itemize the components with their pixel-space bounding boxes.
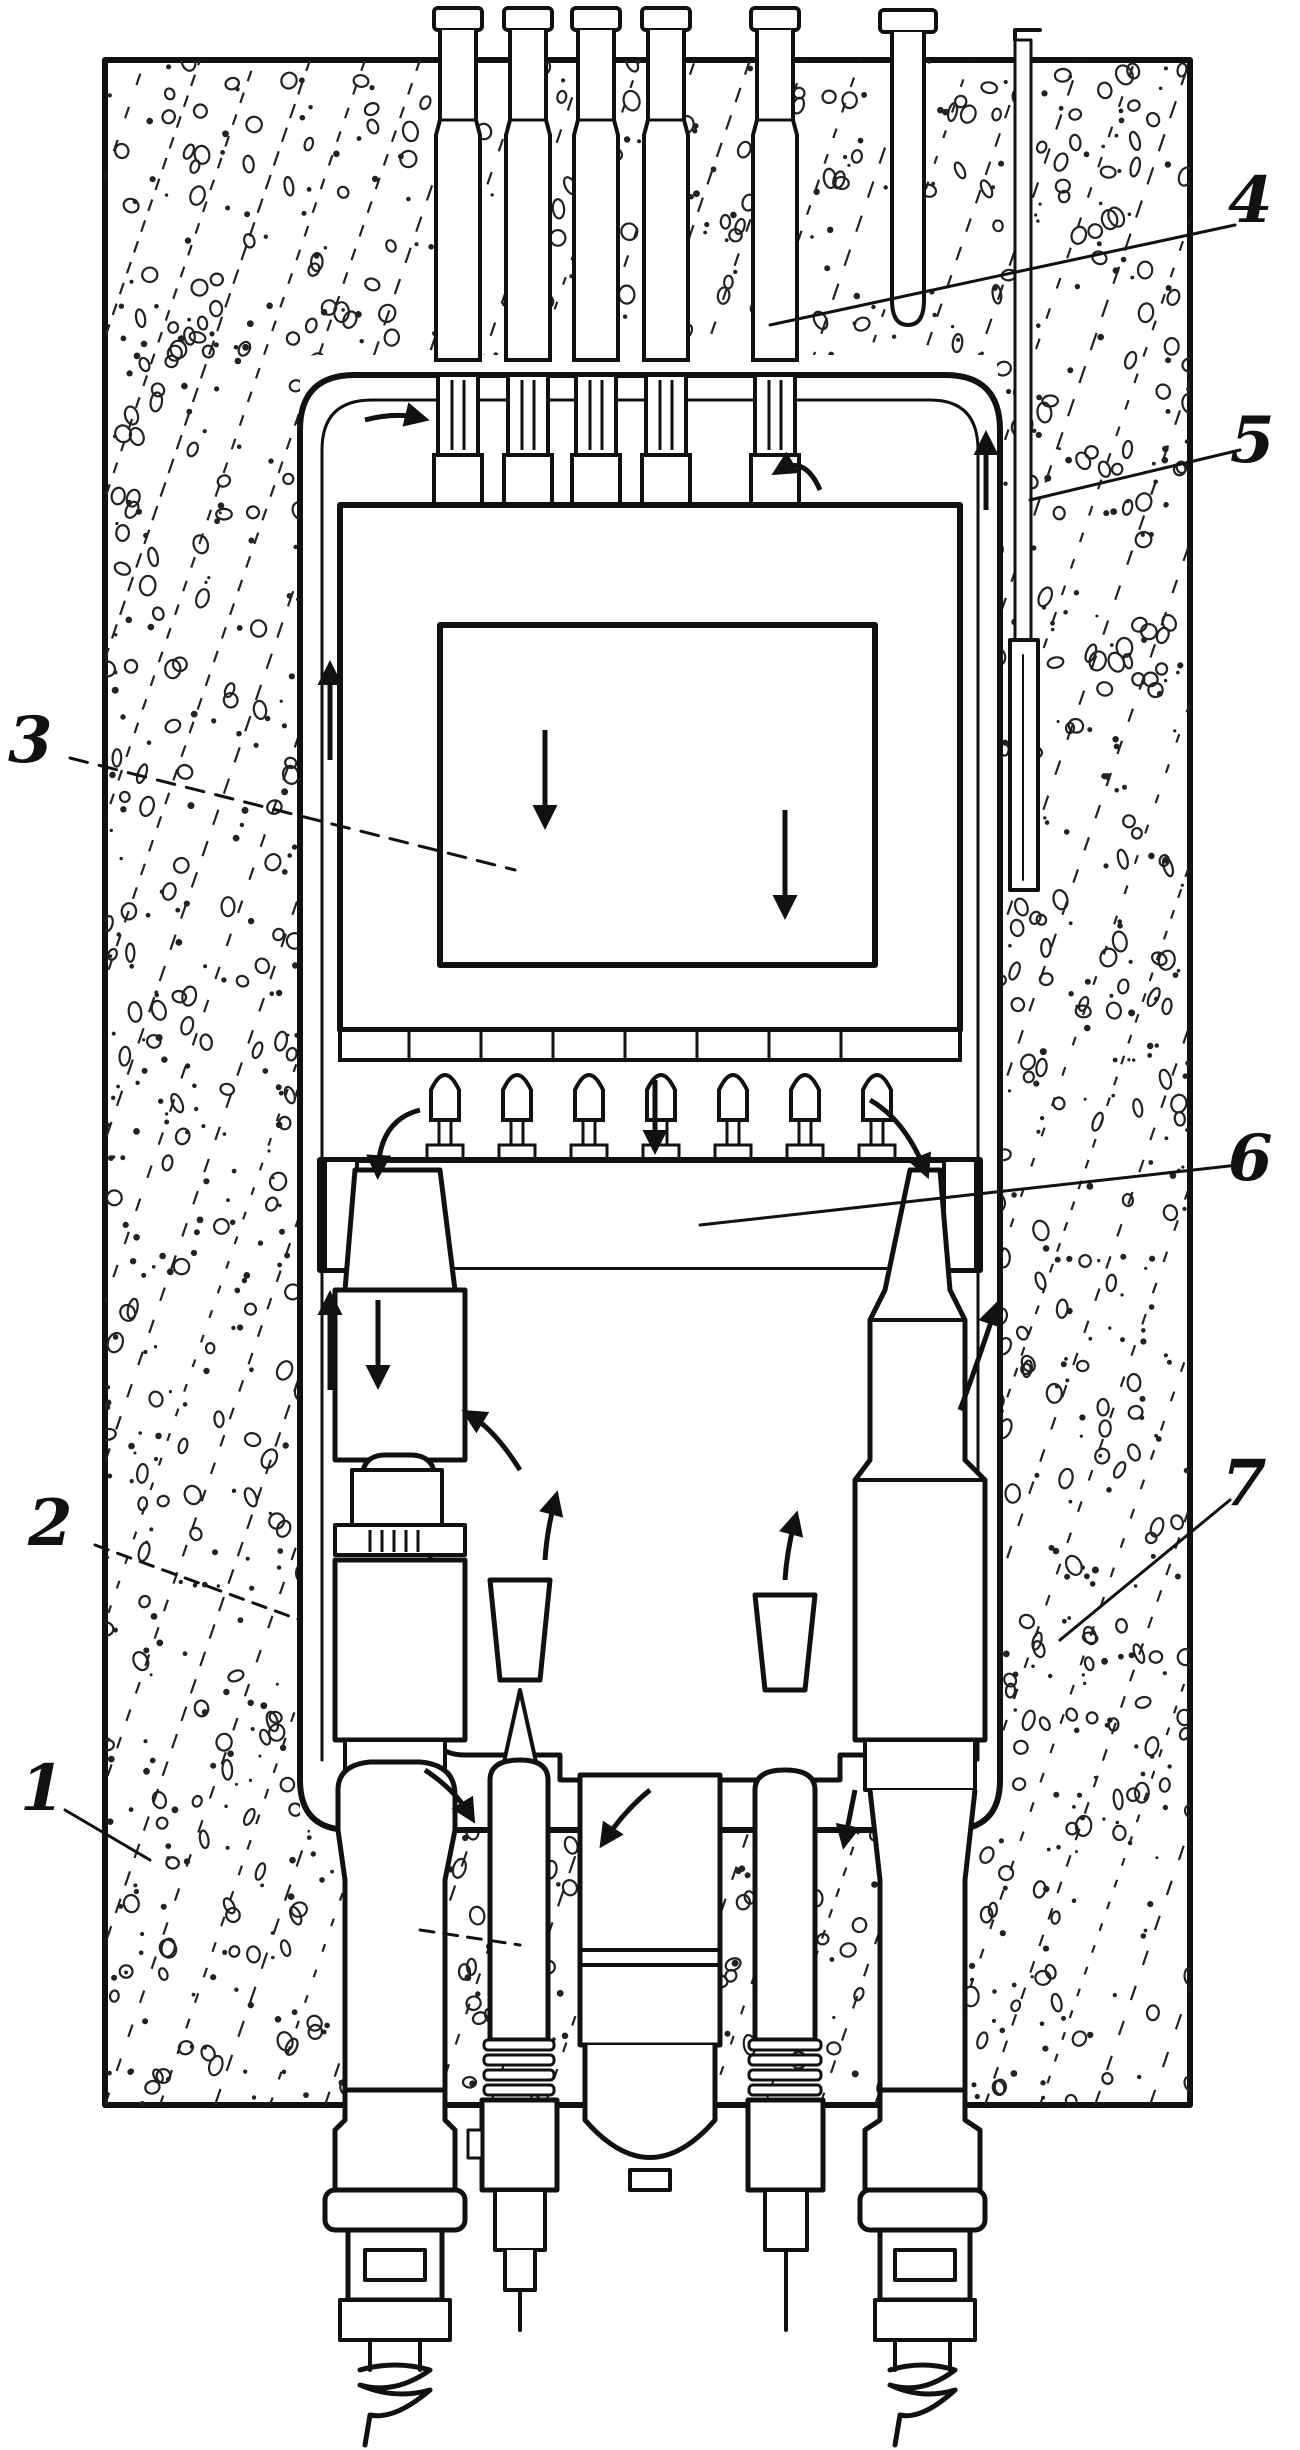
control-rod-drives (432, 6, 801, 507)
left-center-exchanger (466, 1577, 560, 2332)
flow-arrow-2 (771, 451, 823, 492)
reactor-core (437, 622, 878, 968)
sample-thimble (878, 8, 938, 327)
callout-5: 5 (1230, 403, 1275, 478)
right-steam-generator (852, 1167, 988, 2448)
callout-6: 6 (1228, 1121, 1273, 1196)
flow-arrow-12 (957, 1300, 1003, 1411)
flow-arrow-13 (461, 1409, 523, 1472)
fuel-assembly-row (338, 1028, 962, 1162)
right-center-exchanger (745, 1592, 826, 2332)
left-pump-motor (322, 1759, 468, 2448)
instrument-tube (1008, 28, 1042, 892)
flow-arrow-15 (779, 1510, 804, 1581)
rod-drive-4 (640, 6, 692, 507)
rod-drive-2 (502, 6, 554, 507)
flow-arrow-17 (599, 1788, 652, 1849)
flow-arrow-7 (366, 1107, 421, 1180)
coolant-flow-arrows (317, 402, 1003, 1850)
rod-drive-5 (749, 6, 801, 507)
flow-arrow-14 (539, 1490, 564, 1561)
flow-arrow-9 (868, 1097, 932, 1180)
flow-arrow-1 (364, 402, 430, 427)
rod-drive-3 (570, 6, 622, 507)
rod-drive-1 (432, 6, 484, 507)
flow-arrow-18 (835, 1789, 861, 1850)
callout-2: 2 (27, 1486, 73, 1561)
callout-3: 3 (8, 703, 53, 778)
central-bottom-vessel (577, 1772, 723, 2192)
callout-7: 7 (1222, 1446, 1267, 1521)
flow-arrow-16 (423, 1767, 476, 1824)
callout-1: 1 (20, 1751, 65, 1826)
callout-4: 4 (1228, 163, 1273, 238)
callout-leaders (63, 223, 1242, 1947)
